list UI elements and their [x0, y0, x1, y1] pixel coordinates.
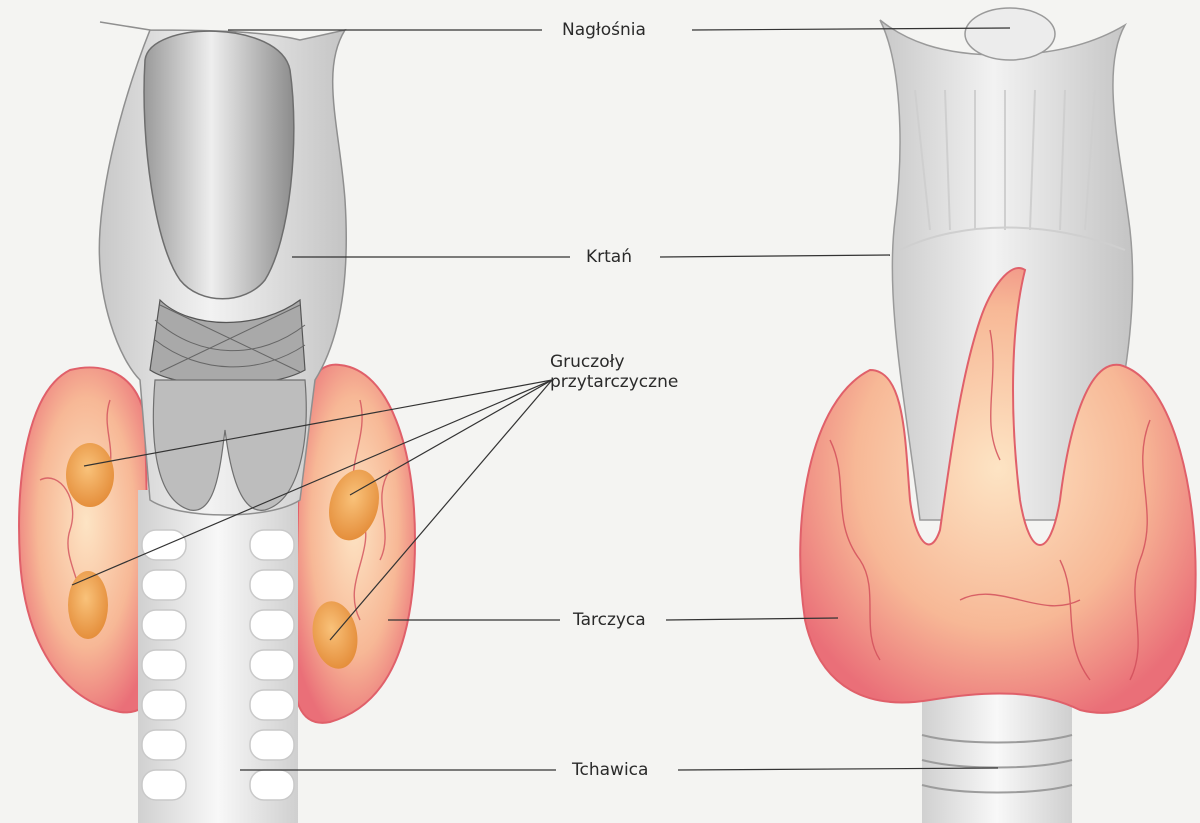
label-parathyroid-line2: przytarczyczne: [550, 372, 720, 392]
label-trachea: Tchawica: [572, 760, 648, 780]
trachea-anterior: [922, 690, 1072, 823]
label-larynx: Krtań: [586, 247, 632, 267]
label-epiglottis: Nagłośnia: [562, 20, 646, 40]
anterior-view: [800, 8, 1195, 823]
label-thyroid: Tarczyca: [573, 610, 646, 630]
thyroid-anterior: [800, 268, 1195, 713]
parathyroid-upper-left: [66, 443, 114, 507]
label-parathyroid-line1: Gruczoły: [550, 352, 720, 372]
label-parathyroid: Gruczoły przytarczyczne: [550, 352, 720, 392]
right-thyroid-lobe: [294, 365, 415, 723]
parathyroid-lower-left: [68, 571, 108, 639]
posterior-view: [19, 22, 415, 823]
left-thyroid-lobe: [19, 367, 154, 712]
epiglottis-anterior: [965, 8, 1055, 60]
